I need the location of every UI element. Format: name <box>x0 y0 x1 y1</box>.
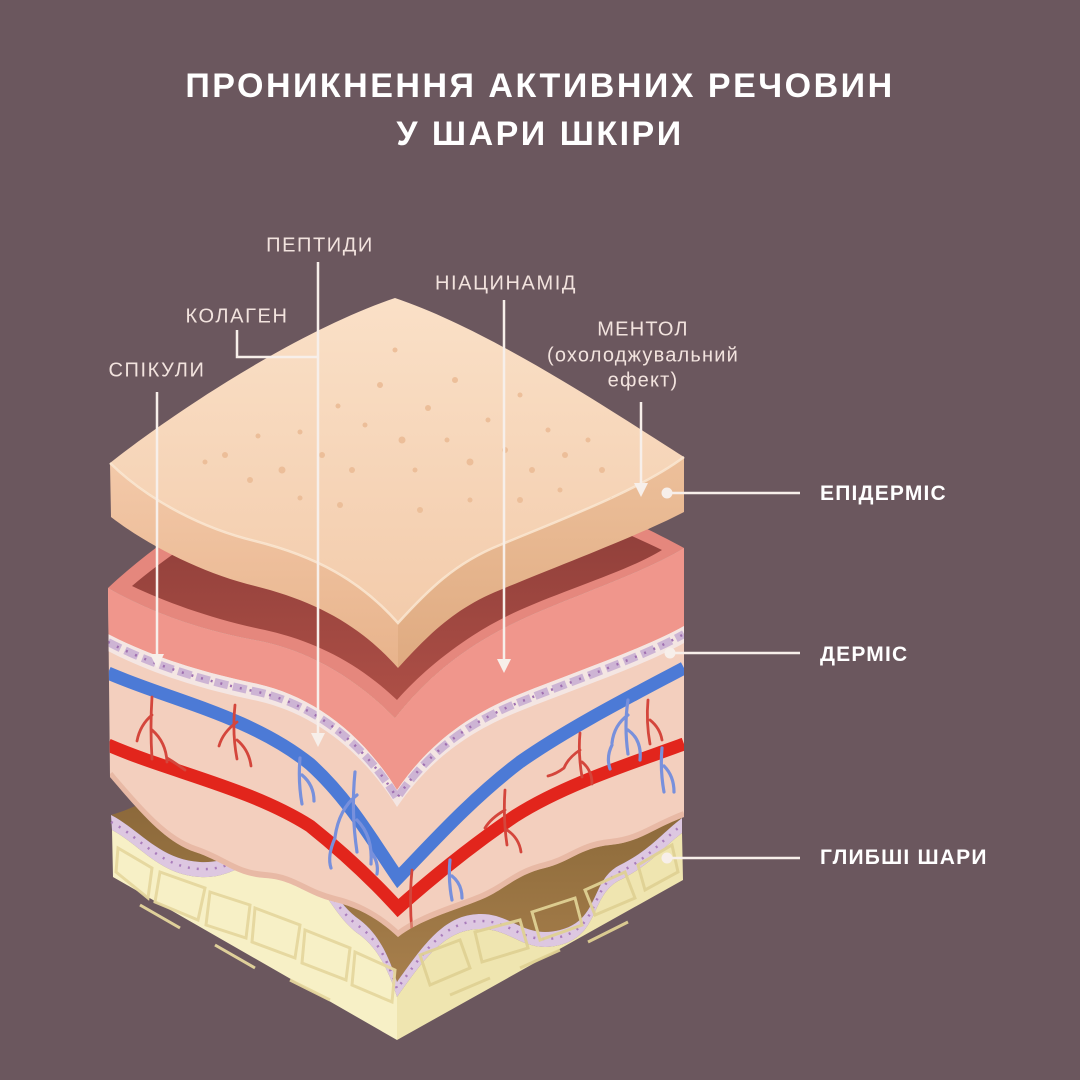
leader-lines <box>155 262 800 860</box>
label-deeper-layers: ГЛИБШІ ШАРИ <box>820 846 988 869</box>
dermis-leader-dot <box>664 647 676 659</box>
label-epidermis: ЕПІДЕРМІС <box>820 482 947 505</box>
label-collagen: КОЛАГЕН <box>185 305 289 328</box>
leader-markers <box>150 483 676 864</box>
epidermis-block <box>109 298 685 668</box>
page-title-line1: ПРОНИКНЕННЯ АКТИВНИХ РЕЧОВИН <box>185 67 895 105</box>
capillaries-red <box>135 695 664 934</box>
label-menthol-title: МЕНТОЛ <box>597 318 689 341</box>
label-peptides: ПЕПТИДИ <box>266 234 374 257</box>
page-title-line2: У ШАРИ ШКІРИ <box>396 115 684 154</box>
peptides-arrowhead <box>311 733 325 747</box>
skin-freckles <box>202 347 615 513</box>
label-menthol: МЕНТОЛ (охолоджувальний ефект) <box>547 318 739 395</box>
fat-lobules <box>114 845 397 1005</box>
menthol-arrowhead <box>634 483 648 497</box>
deeper-layers-leader-dot <box>661 852 673 864</box>
label-menthol-note-line1: (охолоджувальний <box>546 344 740 367</box>
label-spicules: СПІКУЛИ <box>108 359 206 382</box>
label-niacinamide: НІАЦИНАМІД <box>434 272 578 295</box>
capillaries-blue <box>297 698 676 902</box>
spicules-arrowhead <box>150 654 164 668</box>
label-menthol-note-line2: ефект) <box>607 369 679 392</box>
niacinamide-arrowhead <box>497 659 511 673</box>
epidermis-leader-dot <box>661 487 673 499</box>
page-title: ПРОНИКНЕННЯ АКТИВНИХ РЕЧОВИН У ШАРИ ШКІР… <box>0 62 1080 159</box>
collagen-leader-line <box>235 330 318 359</box>
label-dermis: ДЕРМІС <box>820 643 909 666</box>
